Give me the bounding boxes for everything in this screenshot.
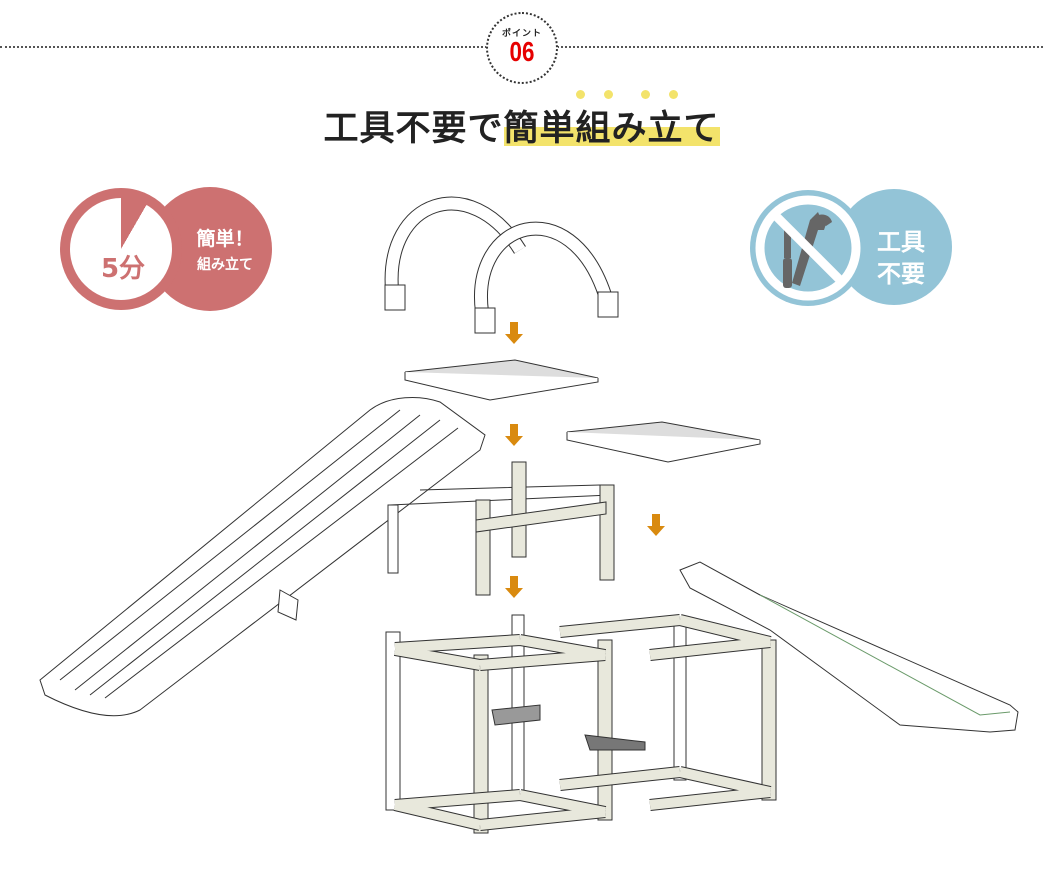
point-number: 06 [509, 36, 535, 67]
deck-panel-top [404, 359, 599, 401]
easy-text: 簡単！ [196, 228, 254, 250]
assembly-text: 組み立て [197, 257, 253, 273]
frame-upper [387, 461, 615, 596]
arrow-icons [505, 322, 665, 598]
title-plain: 工具不要で [323, 109, 504, 149]
tools-text: 工具 [877, 228, 925, 256]
point-badge: ポイント 06 [486, 12, 558, 84]
five-minutes-text: 5分 [100, 254, 146, 284]
frame-base [385, 614, 777, 834]
page-title: 工具不要で簡単組み立て [0, 100, 1043, 151]
slide-right [679, 561, 1019, 733]
deck-panel-right [566, 421, 761, 463]
arch-right [474, 221, 619, 334]
point-label: ポイント [501, 29, 542, 39]
unneeded-text: 不要 [877, 260, 925, 288]
arch-left [384, 196, 526, 311]
slide-left [39, 397, 486, 717]
no-tools-icon [750, 190, 866, 306]
title-highlight: 簡単組み立て [503, 109, 720, 149]
clock-icon [60, 188, 182, 310]
